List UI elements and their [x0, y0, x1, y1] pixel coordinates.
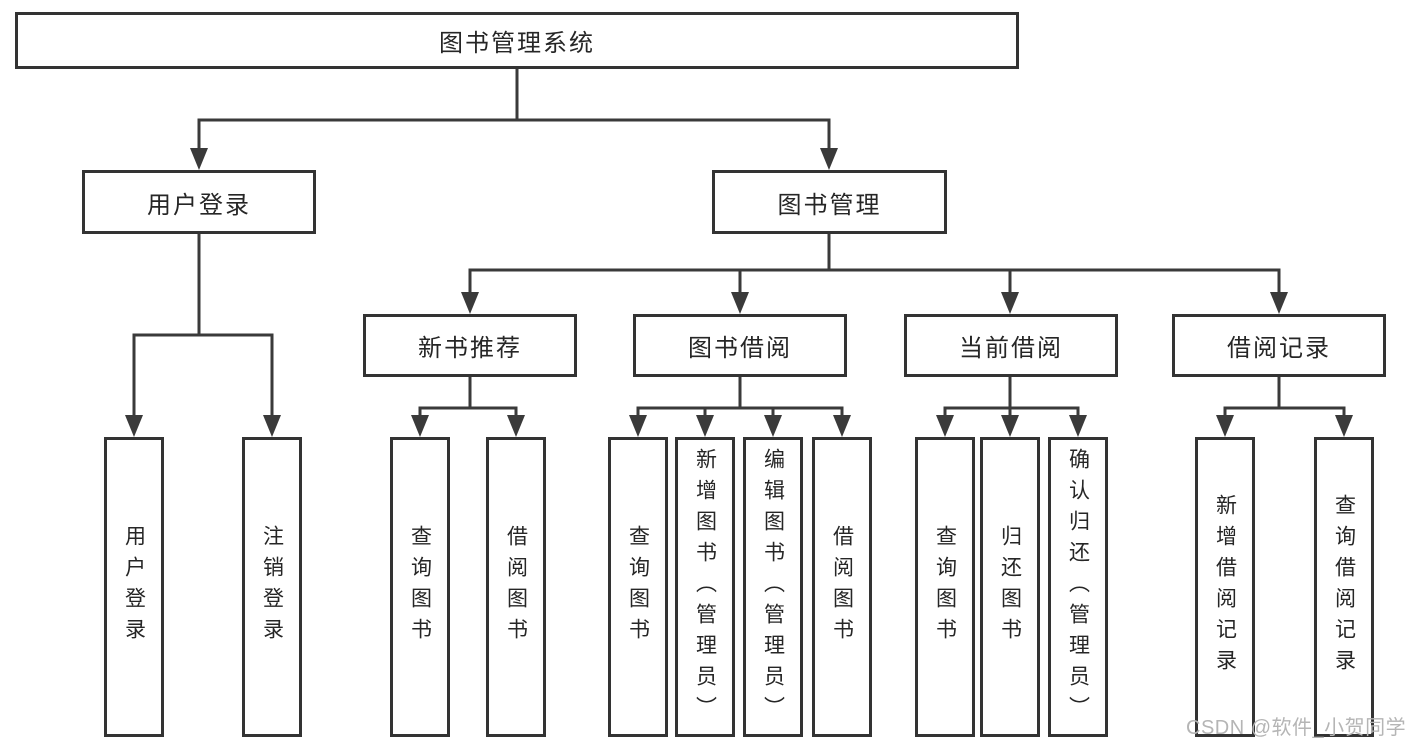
leaf-return-book: 归还图书: [980, 437, 1040, 737]
leaf-label: 查询借阅记录: [1332, 494, 1356, 680]
node-borrowing-records: 借阅记录: [1172, 314, 1386, 377]
leaf-label: 借阅图书: [504, 525, 528, 649]
leaf-label: 归还图书: [998, 525, 1022, 649]
node-label: 借阅记录: [1227, 335, 1331, 362]
node-new-book-recommendation: 新书推荐: [363, 314, 577, 377]
node-book-borrowing: 图书借阅: [633, 314, 847, 377]
leaf-logout: 注销登录: [242, 437, 302, 737]
leaf-label: 确认归还（管理员）: [1066, 447, 1090, 727]
leaf-user-login: 用户登录: [104, 437, 164, 737]
node-label: 图书借阅: [688, 335, 792, 362]
leaf-label: 新增借阅记录: [1213, 494, 1237, 680]
node-user-login: 用户登录: [82, 170, 316, 234]
leaf-borrow-books-recommend: 借阅图书: [486, 437, 546, 737]
node-label: 新书推荐: [418, 335, 522, 362]
leaf-label: 注销登录: [260, 525, 284, 649]
leaf-confirm-return-admin: 确认归还（管理员）: [1048, 437, 1108, 737]
node-label: 图书管理: [777, 191, 882, 219]
leaf-query-books-current: 查询图书: [915, 437, 975, 737]
node-label: 当前借阅: [959, 335, 1063, 362]
node-library-management-system: 图书管理系统: [15, 12, 1019, 69]
leaf-query-books-recommend: 查询图书: [390, 437, 450, 737]
leaf-label: 查询图书: [626, 525, 650, 649]
leaf-label: 查询图书: [933, 525, 957, 649]
leaf-add-book-admin: 新增图书（管理员）: [675, 437, 735, 737]
leaf-query-books-borrow: 查询图书: [608, 437, 668, 737]
leaf-query-borrow-record: 查询借阅记录: [1314, 437, 1374, 737]
node-label: 图书管理系统: [439, 30, 595, 57]
node-label: 用户登录: [147, 191, 251, 219]
leaf-label: 查询图书: [408, 525, 432, 649]
node-book-management: 图书管理: [712, 170, 947, 234]
leaf-label: 借阅图书: [830, 525, 854, 649]
leaf-label: 编辑图书（管理员）: [761, 447, 785, 727]
leaf-add-borrow-record: 新增借阅记录: [1195, 437, 1255, 737]
csdn-watermark: CSDN @软件_小贺同学: [1186, 717, 1405, 739]
leaf-label: 新增图书（管理员）: [693, 447, 717, 727]
leaf-edit-book-admin: 编辑图书（管理员）: [743, 437, 803, 737]
leaf-label: 用户登录: [122, 525, 146, 649]
leaf-borrow-books: 借阅图书: [812, 437, 872, 737]
node-current-borrowing: 当前借阅: [904, 314, 1118, 377]
